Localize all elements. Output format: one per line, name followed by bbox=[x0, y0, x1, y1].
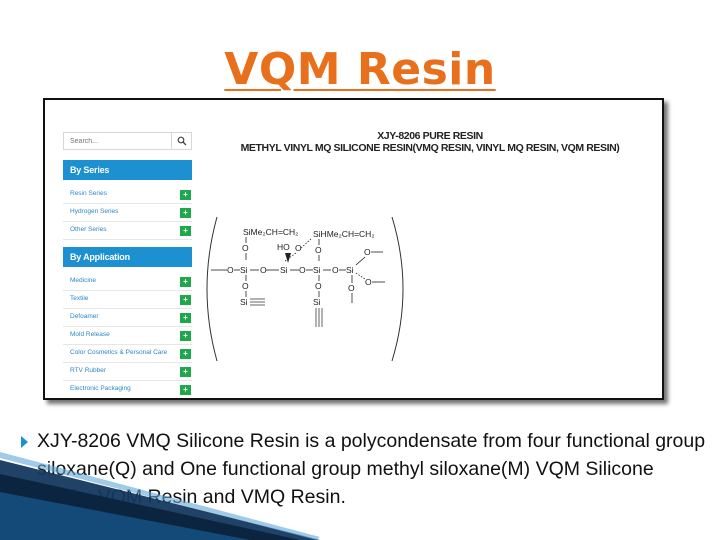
sidebar-item-label: Medicine bbox=[70, 277, 97, 284]
vinyl-group-right: SiHMe₂CH=CH₂ bbox=[313, 229, 375, 239]
silicon-atom: Si bbox=[313, 297, 321, 307]
sidebar-item-label: Textile bbox=[70, 295, 89, 302]
expand-button[interactable]: + bbox=[180, 208, 191, 218]
expand-button[interactable]: + bbox=[180, 385, 191, 395]
sidebar-item-other-series[interactable]: Other Series + bbox=[63, 222, 192, 240]
oxygen-atom: O bbox=[242, 281, 249, 291]
oxygen-atom: O bbox=[365, 277, 372, 287]
expand-button[interactable]: + bbox=[180, 295, 191, 305]
oxygen-atom: O bbox=[332, 265, 339, 275]
expand-button[interactable]: + bbox=[180, 367, 191, 377]
sidebar-item-resin-series[interactable]: Resin Series + bbox=[63, 186, 192, 204]
product-title: XJY-8206 PURE RESIN METHYL VINYL MQ SILI… bbox=[215, 130, 645, 154]
silicon-atom: Si bbox=[240, 297, 248, 307]
sidebar-item-label: Resin Series bbox=[70, 190, 107, 197]
oxygen-atom: O bbox=[315, 245, 322, 255]
by-series-heading: By Series bbox=[63, 160, 192, 180]
expand-button[interactable]: + bbox=[180, 313, 191, 323]
oxygen-atom: O bbox=[299, 265, 306, 275]
sidebar-item-label: Hydrogen Series bbox=[70, 208, 119, 215]
sidebar-item-label: Defoamer bbox=[70, 313, 99, 320]
sidebar-item-color-cosmetics[interactable]: Color Cosmetics & Personal Care + bbox=[63, 345, 192, 363]
search-icon bbox=[177, 136, 187, 146]
sidebar-item-defoamer[interactable]: Defoamer + bbox=[63, 309, 192, 327]
silicon-atom: Si bbox=[346, 265, 354, 275]
product-page-screenshot: By Series Resin Series + Hydrogen Series… bbox=[43, 98, 664, 400]
sidebar-item-label: Mold Release bbox=[70, 331, 110, 338]
search-button[interactable] bbox=[171, 133, 191, 149]
sidebar-item-mold-release[interactable]: Mold Release + bbox=[63, 327, 192, 345]
product-title-line-1: XJY-8206 PURE RESIN bbox=[377, 130, 483, 142]
sidebar-item-medicine[interactable]: Medicine + bbox=[63, 273, 192, 291]
hydroxyl-group: HO bbox=[277, 242, 290, 252]
oxygen-atom: O bbox=[242, 243, 249, 253]
oxygen-atom: O bbox=[364, 247, 371, 257]
silicon-atom: Si bbox=[313, 265, 321, 275]
by-application-heading: By Application bbox=[63, 247, 192, 267]
oxygen-atom: O bbox=[315, 281, 322, 291]
sidebar-item-label: Electronic Packaging bbox=[70, 385, 131, 392]
sidebar-item-electronic-packaging[interactable]: Electronic Packaging + bbox=[63, 381, 192, 398]
sidebar-item-textile[interactable]: Textile + bbox=[63, 291, 192, 309]
oxygen-atom: O bbox=[348, 283, 355, 293]
silicon-atom: Si bbox=[280, 265, 288, 275]
left-bracket bbox=[206, 216, 218, 362]
sidebar-item-hydrogen-series[interactable]: Hydrogen Series + bbox=[63, 204, 192, 222]
sidebar-item-label: Color Cosmetics & Personal Care bbox=[70, 349, 168, 356]
body-paragraph: XJY-8206 VMQ Silicone Resin is a polycon… bbox=[37, 430, 706, 508]
chemical-structure-diagram: SiMe₂CH=CH₂ O O Si O O Si HO Si O bbox=[206, 216, 404, 362]
expand-button[interactable]: + bbox=[180, 349, 191, 359]
search-box bbox=[63, 132, 192, 150]
expand-button[interactable]: + bbox=[180, 331, 191, 341]
oxygen-atom: O bbox=[227, 265, 234, 275]
oxygen-atom: O bbox=[260, 265, 267, 275]
vinyl-group-left: SiMe₂CH=CH₂ bbox=[243, 227, 298, 237]
right-bracket bbox=[391, 216, 404, 362]
decorative-swoosh bbox=[0, 452, 320, 540]
search-input[interactable] bbox=[64, 133, 172, 149]
sidebar-item-label: Other Series bbox=[70, 226, 107, 233]
silicon-atom: Si bbox=[240, 265, 248, 275]
expand-button[interactable]: + bbox=[180, 226, 191, 236]
oxygen-atom: O bbox=[295, 243, 302, 253]
slide-title: VQM Resin bbox=[224, 44, 496, 95]
bullet-arrow-icon bbox=[21, 436, 28, 448]
product-title-line-2: METHYL VINYL MQ SILICONE RESIN(VMQ RESIN… bbox=[240, 142, 620, 154]
sidebar-item-label: RTV Rubber bbox=[70, 367, 107, 374]
sidebar-item-rtv-rubber[interactable]: RTV Rubber + bbox=[63, 363, 192, 381]
expand-button[interactable]: + bbox=[180, 190, 191, 200]
expand-button[interactable]: + bbox=[180, 277, 191, 287]
